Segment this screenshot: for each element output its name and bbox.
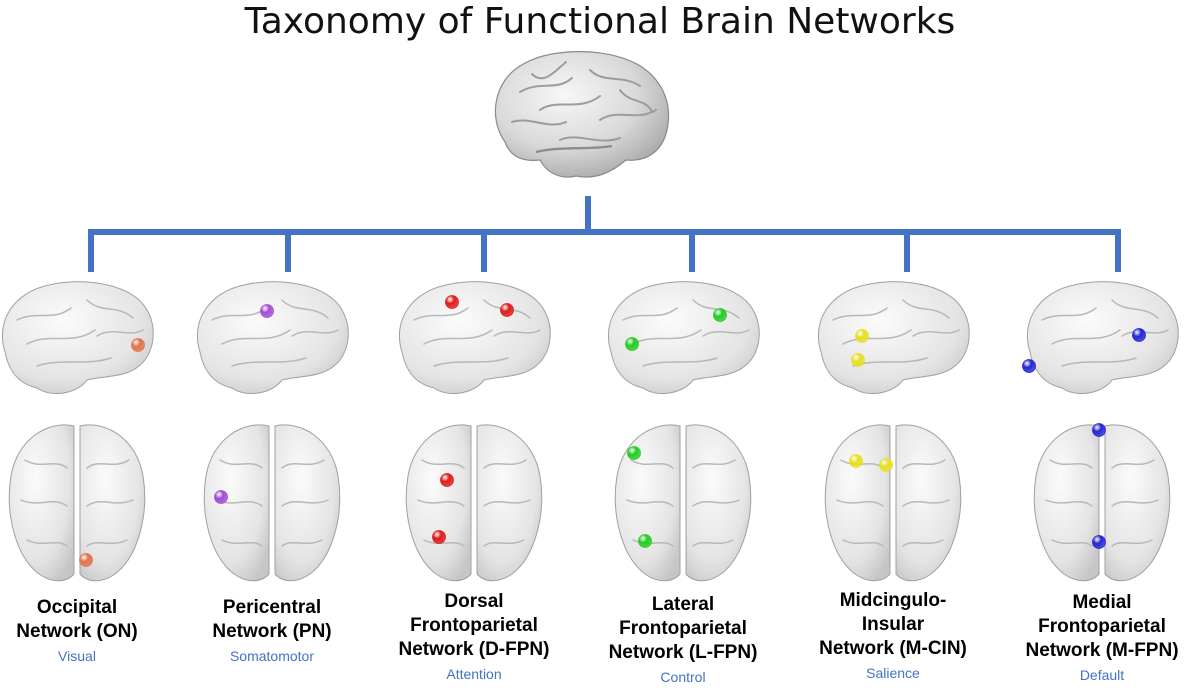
- network-name-line: Frontoparietal: [619, 618, 747, 639]
- network-function-subtitle: Visual: [58, 648, 96, 664]
- network-node-marker: [1132, 328, 1146, 342]
- network-name-line: Pericentral: [222, 597, 322, 618]
- network-name-line: Midcingulo-: [839, 590, 947, 611]
- lateral-brain-view: [196, 281, 349, 395]
- network-name-line: Lateral: [651, 594, 715, 615]
- network-figure: [1022, 281, 1179, 582]
- network-name-line: Frontoparietal: [1038, 616, 1166, 637]
- network-node-marker: [500, 303, 514, 317]
- network-node-marker: [445, 295, 459, 309]
- network-node-marker: [260, 304, 274, 318]
- axial-brain-view: [824, 424, 962, 582]
- lateral-brain-view: [817, 281, 970, 395]
- network-node-marker: [432, 530, 446, 544]
- network-node-marker: [1092, 423, 1106, 437]
- page-title: Taxonomy of Functional Brain Networks: [244, 1, 956, 42]
- network-node-marker: [214, 490, 228, 504]
- network-figure: [196, 281, 349, 582]
- network-node-marker: [879, 458, 893, 472]
- network-name-line: Network (M-CIN): [819, 638, 967, 659]
- axial-brain-view: [203, 424, 341, 582]
- network-name-line: Medial: [1072, 592, 1132, 613]
- network-name-line: Dorsal: [444, 591, 504, 612]
- main-brain-image: [494, 51, 670, 178]
- network-name-line: Network (PN): [212, 621, 332, 642]
- network-node-marker: [79, 553, 93, 567]
- network-node-marker: [855, 329, 869, 343]
- network-function-subtitle: Control: [660, 669, 706, 685]
- network-function-subtitle: Somatomotor: [229, 648, 315, 664]
- network-figure: [817, 281, 970, 582]
- network-name-line: Network (L-FPN): [608, 642, 758, 663]
- network-function-subtitle: Default: [1079, 667, 1125, 683]
- network-node-marker: [713, 308, 727, 322]
- axial-brain-view: [8, 424, 146, 582]
- network-node-marker: [849, 454, 863, 468]
- network-name-line: Network (D-FPN): [398, 639, 550, 660]
- network-function-subtitle: Attention: [446, 666, 502, 682]
- lateral-brain-view: [398, 281, 551, 395]
- network-name-line: Frontoparietal: [410, 615, 538, 636]
- network-node-marker: [638, 534, 652, 548]
- network-name-line: Network (M-FPN): [1025, 640, 1179, 661]
- network-function-subtitle: Salience: [866, 665, 920, 681]
- network-node-marker: [627, 446, 641, 460]
- network-name-line: Occipital: [36, 597, 118, 618]
- lateral-brain-view: [1, 281, 154, 395]
- network-figure: [1, 281, 154, 582]
- axial-brain-view: [1033, 424, 1171, 582]
- axial-brain-view: [614, 424, 752, 582]
- network-node-marker: [851, 353, 865, 367]
- axial-brain-view: [405, 424, 543, 582]
- network-node-marker: [131, 338, 145, 352]
- network-name-line: Network (ON): [16, 621, 138, 642]
- network-node-marker: [625, 337, 639, 351]
- network-name-line: Insular: [861, 614, 925, 635]
- hierarchy-connector: [88, 196, 1121, 272]
- network-figure: [607, 281, 760, 582]
- lateral-brain-view: [1026, 281, 1179, 395]
- network-figure: [398, 281, 551, 582]
- network-node-marker: [1022, 359, 1036, 373]
- network-node-marker: [440, 473, 454, 487]
- network-node-marker: [1092, 535, 1106, 549]
